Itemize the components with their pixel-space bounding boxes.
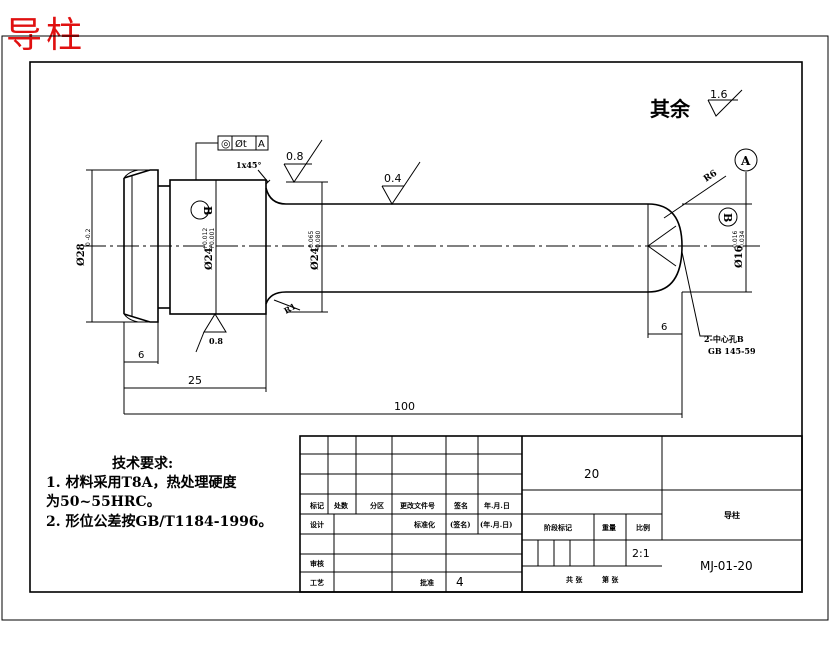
tb-label-sheet: 第 张 xyxy=(602,575,619,584)
tb-label-scale: 比例 xyxy=(636,523,650,532)
tb-label-design: 设计 xyxy=(310,520,324,529)
flange-outline xyxy=(123,169,159,323)
roughness-shoulder-value: 0.8 xyxy=(286,150,304,163)
tb-scale-value: 2:1 xyxy=(632,547,650,560)
datum-b-right-label: B xyxy=(721,213,734,222)
dim-total-len: 100 xyxy=(394,400,415,413)
tb-label-sheets: 共 张 xyxy=(566,575,583,584)
tb-label-zone: 分区 xyxy=(370,501,384,510)
datum-b-left-label: B xyxy=(201,206,214,215)
center-hole-note-2: GB 145-59 xyxy=(708,346,756,356)
tolerance-value: Øt xyxy=(235,138,247,150)
dim-head-tol-upper: +0.012 xyxy=(202,228,209,250)
dim-flange-len: 6 xyxy=(138,350,144,361)
tb-label-process: 工艺 xyxy=(310,578,324,587)
shank-outline xyxy=(265,187,683,305)
dim-head-tol-lower: +0.001 xyxy=(209,228,216,250)
datum-a-label: A xyxy=(740,154,751,168)
roughness-left-face-symbol xyxy=(195,313,227,353)
roughness-other-label: 其余 xyxy=(650,97,691,121)
roughness-shoulder-symbol xyxy=(283,139,323,183)
tb-label-approve: 批准 xyxy=(420,578,434,587)
tolerance-datum: A xyxy=(258,139,265,150)
dim-tip-dia: Ø16 xyxy=(734,245,745,268)
inner-border xyxy=(29,61,803,593)
tb-label-count: 处数 xyxy=(333,501,349,510)
r1-label: R1 xyxy=(282,301,298,316)
center-hole-leader xyxy=(681,251,712,337)
tolerance-frame xyxy=(195,135,269,180)
dim-shank-tol-upper: -0.065 xyxy=(308,230,315,250)
dim-head-len: 25 xyxy=(188,374,202,387)
title-block xyxy=(299,435,803,593)
r1-leader xyxy=(273,299,301,311)
tb-label-stage-mark: 阶段标记 xyxy=(544,523,572,532)
dim-tip-tol-upper: -0.016 xyxy=(732,230,739,250)
tb-label-mark: 标记 xyxy=(309,501,324,510)
head-outline xyxy=(158,179,271,315)
tech-req-line-2: 为50~55HRC。 xyxy=(46,493,161,510)
r6-leader xyxy=(663,175,727,219)
dim-flange-tol: 0 -0.2 xyxy=(85,228,92,246)
tb-drawing-no: MJ-01-20 xyxy=(700,559,753,573)
datum-a-bubble xyxy=(734,148,758,172)
dim-shank-dia: Ø24 xyxy=(310,247,321,270)
tb-label-date2: (年.月.日) xyxy=(480,520,513,529)
tb-part-name: 导柱 xyxy=(724,510,740,520)
tb-label-date: 年.月.日 xyxy=(484,501,510,510)
tb-label-review: 审核 xyxy=(310,559,324,568)
tb-label-sign: 签名 xyxy=(453,501,468,510)
tb-label-standardize: 标准化 xyxy=(413,520,435,529)
tb-label-weight: 重量 xyxy=(602,523,616,532)
center-hole-note-1: 2-中心孔B xyxy=(704,334,744,344)
roughness-other-value: 1.6 xyxy=(710,88,728,101)
dim-flange-dia: Ø28 xyxy=(76,243,87,266)
roughness-other-symbol xyxy=(707,89,743,117)
tech-req-line-1: 1. 材料采用T8A，热处理硬度 xyxy=(46,474,238,491)
tech-req-line-3: 2. 形位公差按GB/T1184-1996。 xyxy=(46,513,273,530)
roughness-shank-symbol xyxy=(381,161,421,205)
dim-tip-len: 6 xyxy=(661,322,667,333)
tb-label-change-doc: 更改文件号 xyxy=(400,501,435,510)
chamfer-label: 1x45° xyxy=(236,160,261,170)
tb-material: 20 xyxy=(584,467,599,481)
datum-b-right-bubble xyxy=(718,207,738,227)
dim-shank-tol-lower: -0.080 xyxy=(315,230,322,250)
dim-tip-tol-lower: -0.034 xyxy=(739,230,746,250)
tb-label-sign2: (签名) xyxy=(450,520,471,529)
tb-quantity: 4 xyxy=(456,575,464,589)
datum-b-left-bubble xyxy=(190,200,210,220)
roughness-shank-value: 0.4 xyxy=(384,172,402,185)
roughness-left-face-value: 0.8 xyxy=(209,336,223,346)
outer-border xyxy=(1,35,829,621)
tech-req-heading: 技术要求: xyxy=(112,455,173,472)
tolerance-symbol: ◎ xyxy=(221,137,231,150)
dim-head-dia: Ø24 xyxy=(204,247,215,270)
